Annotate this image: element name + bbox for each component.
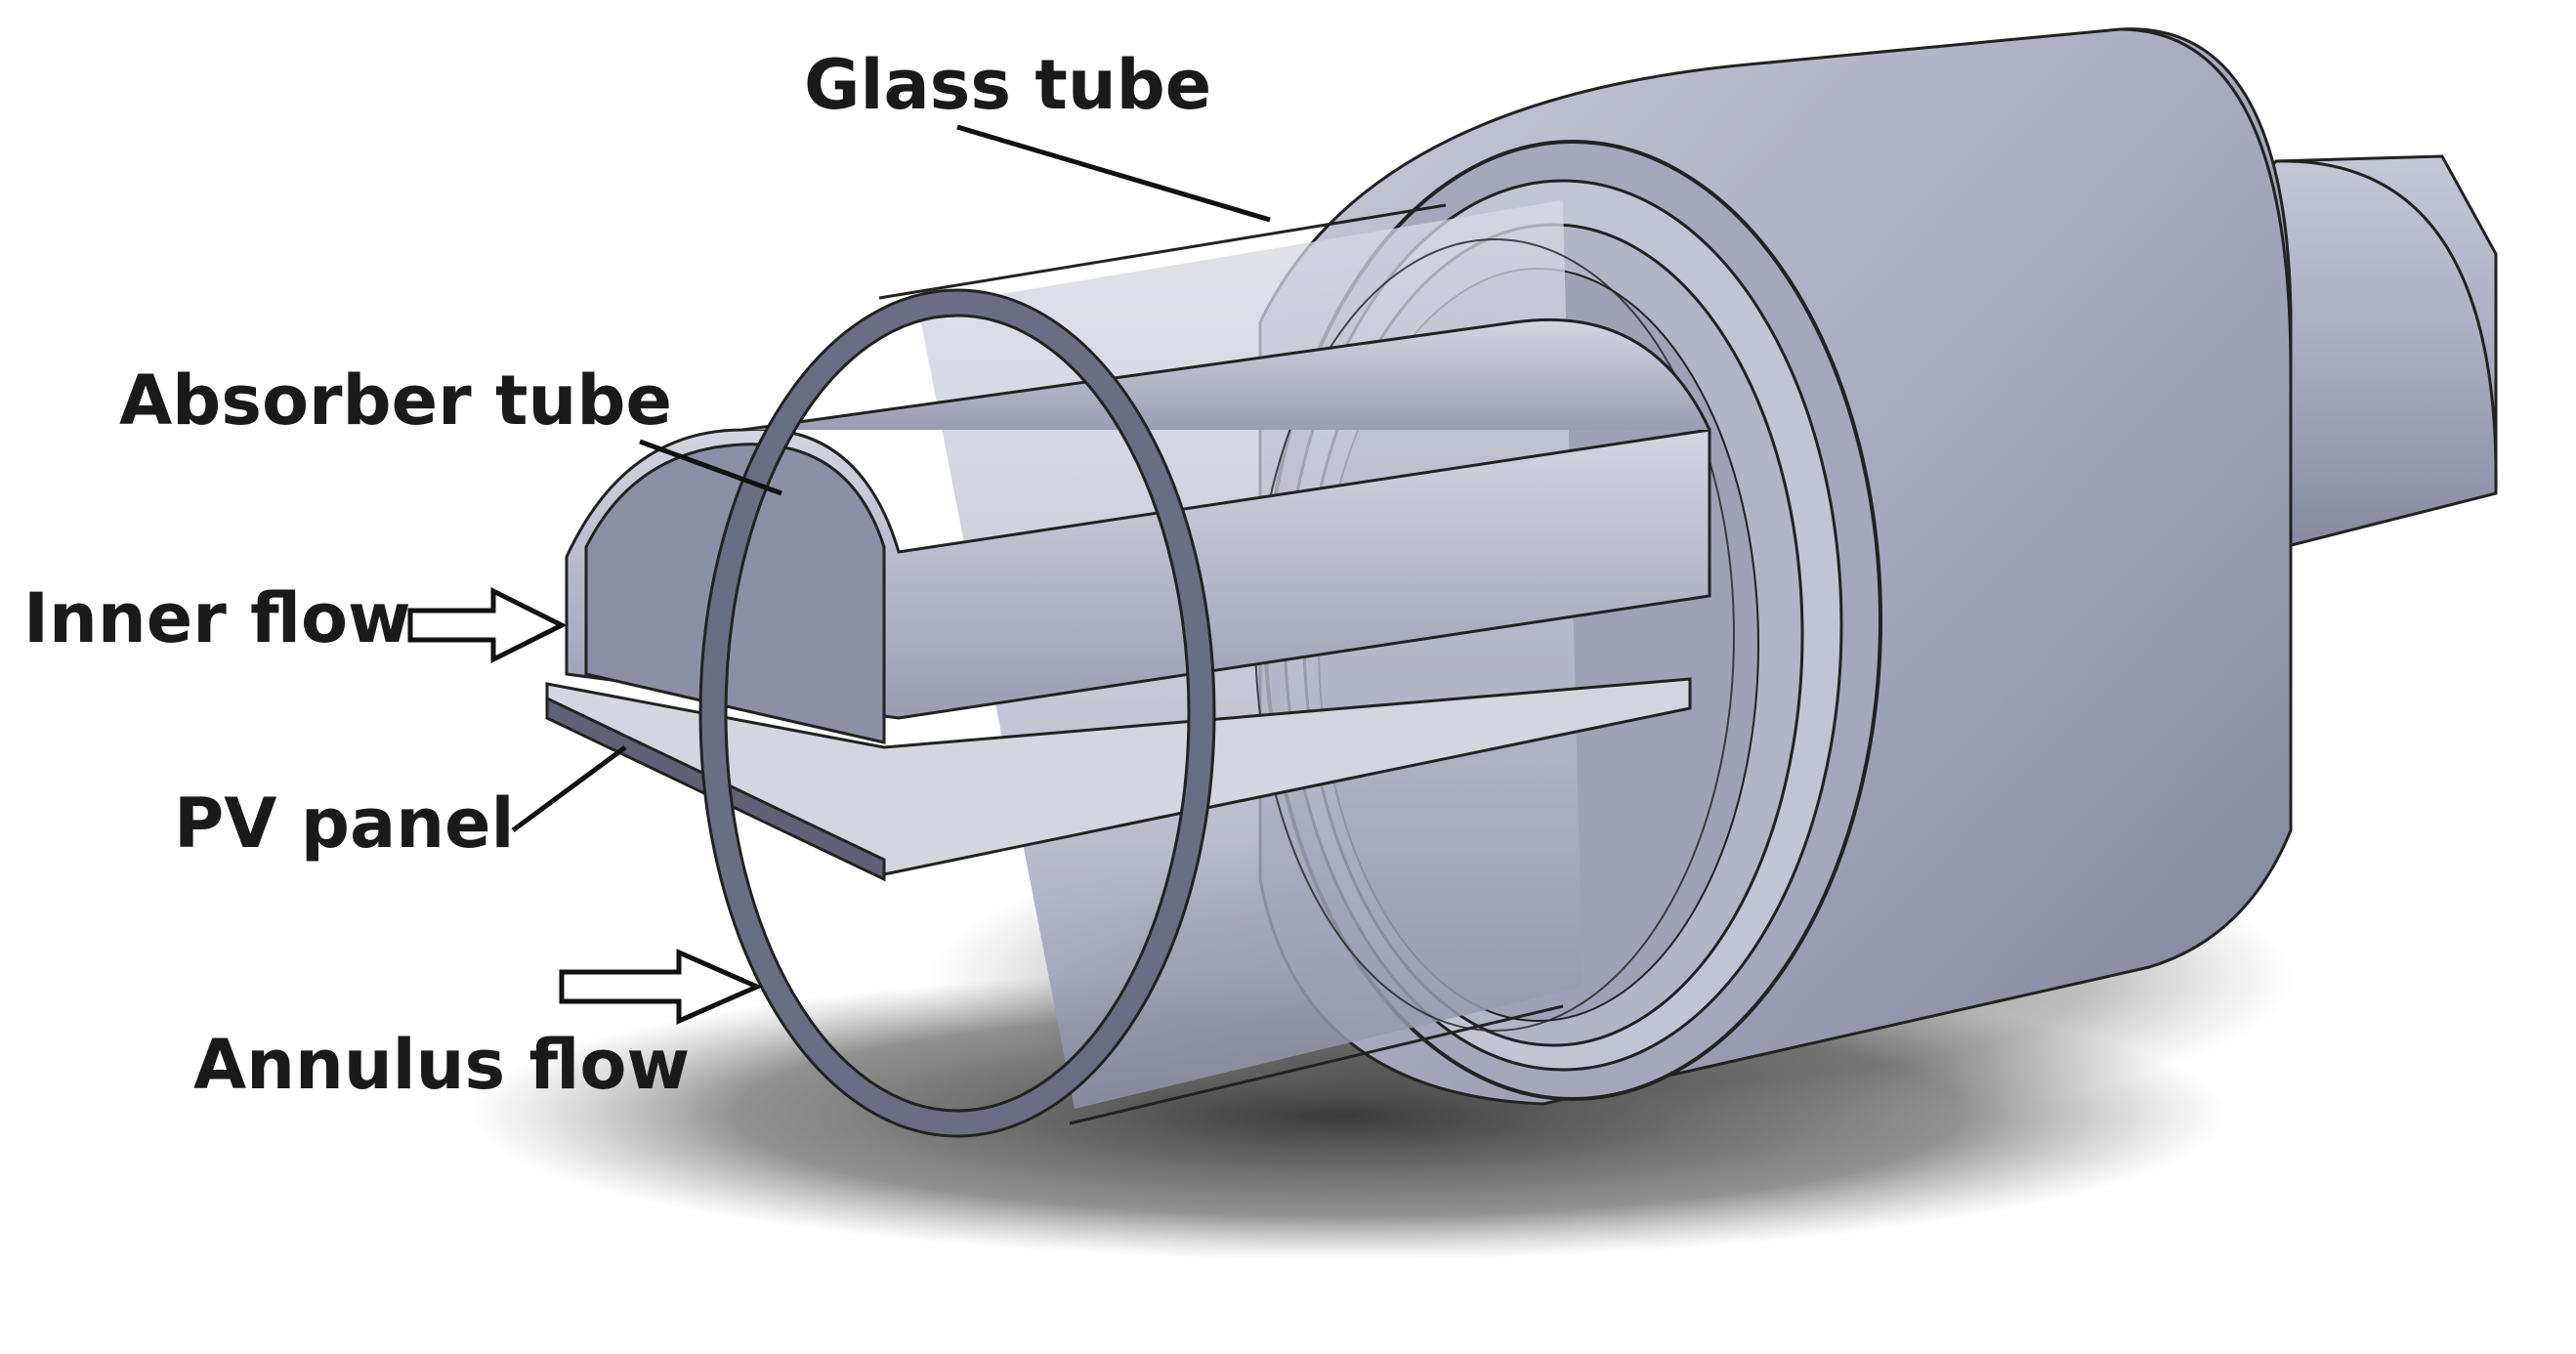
glass-tube-leader	[956, 124, 1271, 223]
pv-panel-leader	[511, 744, 627, 833]
pv-panel-label: PV panel	[174, 783, 515, 864]
glass-tube-front-rim	[698, 288, 1216, 1138]
annulus-flow-label: Annulus flow	[193, 1025, 691, 1105]
annulus-flow-arrow	[559, 949, 764, 1025]
inner-flow-arrow	[407, 586, 568, 664]
absorber-tube-label: Absorber tube	[119, 360, 672, 441]
inner-flow-label: Inner flow	[23, 578, 411, 658]
glass-tube-label: Glass tube	[804, 45, 1212, 125]
leader-lines	[511, 124, 1271, 833]
absorber-tube-leader	[639, 439, 782, 496]
